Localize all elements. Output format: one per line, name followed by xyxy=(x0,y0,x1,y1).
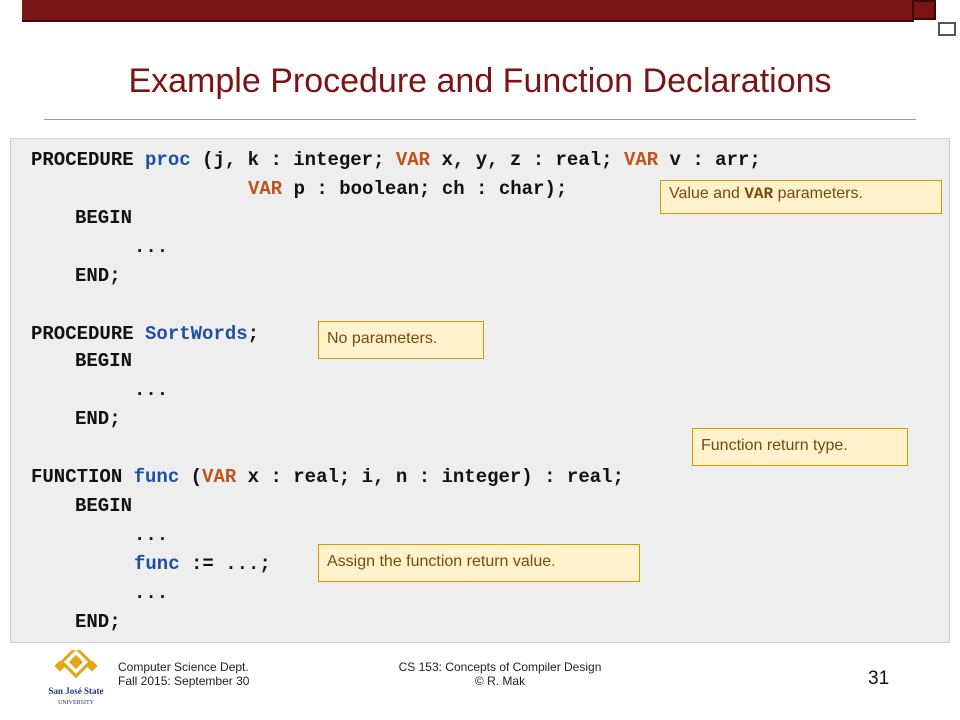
code-line-1: PROCEDURE proc (j, k : integer; VAR x, y… xyxy=(31,149,761,171)
code-line-assign: func := ...; xyxy=(134,553,271,575)
title-divider xyxy=(44,119,916,120)
top-bar-square xyxy=(912,0,936,20)
code-line-dots-4: ... xyxy=(134,582,169,604)
footer-author: © R. Mak xyxy=(474,674,526,688)
code-line-dots-1: ... xyxy=(134,236,169,258)
code-line-end-1: END; xyxy=(75,265,121,287)
page-number: 31 xyxy=(868,668,890,689)
logo-text-line1: San José State xyxy=(48,686,103,696)
code-line-end-2: END; xyxy=(75,408,121,430)
footer-course: CS 153: Concepts of Compiler Design xyxy=(398,660,602,674)
top-bar xyxy=(22,0,914,22)
note-value-var-parameters: Value and VAR parameters. xyxy=(660,180,942,214)
footer-left: Computer Science Dept. Fall 2015: Septem… xyxy=(118,660,249,688)
sjsu-logo: San José State UNIVERSITY xyxy=(48,650,104,706)
code-line-end-3: END; xyxy=(75,611,121,633)
code-line-begin-3: BEGIN xyxy=(75,495,133,517)
note-function-return-type: Function return type. xyxy=(692,428,908,466)
code-line-2: VAR p : boolean; ch : char); xyxy=(248,178,568,200)
logo-text-line2: UNIVERSITY xyxy=(58,700,95,706)
code-line-func: FUNCTION func (VAR x : real; i, n : inte… xyxy=(31,466,624,488)
footer-term: Fall 2015: September 30 xyxy=(118,674,250,688)
note-assign-return-value: Assign the function return value. xyxy=(318,544,640,582)
slide-corner-decoration xyxy=(936,0,960,720)
code-line-dots-3: ... xyxy=(134,524,169,546)
code-line-proc2: PROCEDURE SortWords; xyxy=(31,323,260,345)
footer-center: CS 153: Concepts of Compiler Design © R.… xyxy=(380,660,620,688)
code-line-dots-2: ... xyxy=(134,379,169,401)
code-line-begin-2: BEGIN xyxy=(75,350,133,372)
note-no-parameters: No parameters. xyxy=(318,321,484,359)
footer-dept: Computer Science Dept. xyxy=(118,660,249,674)
code-line-begin-1: BEGIN xyxy=(75,207,133,229)
slide-title: Example Procedure and Function Declarati… xyxy=(128,62,832,100)
